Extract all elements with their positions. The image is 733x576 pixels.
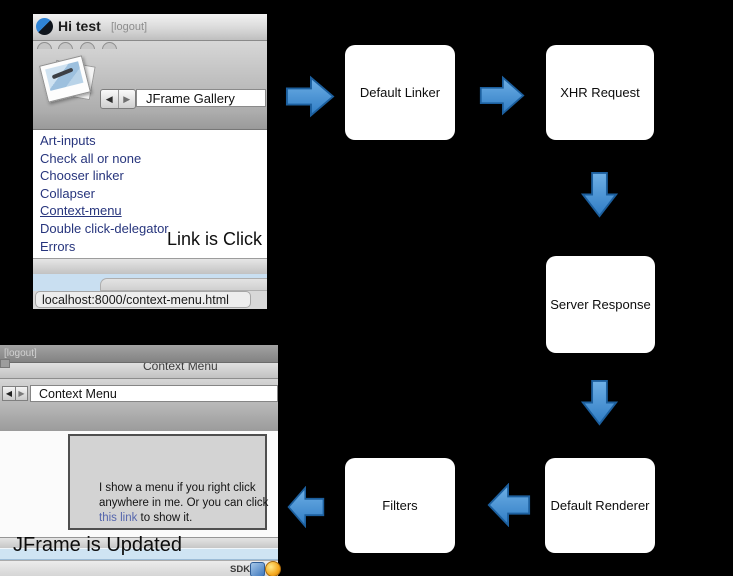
swirl-logo-icon[interactable] — [265, 561, 281, 576]
this-link[interactable]: this link — [99, 511, 138, 524]
gallery-link-context-menu[interactable]: Context-menu — [40, 203, 122, 219]
arrow-down-icon — [581, 171, 618, 218]
gallery-link[interactable]: Art-inputs — [40, 133, 96, 148]
forward-button[interactable]: ▶ — [119, 90, 136, 108]
flow-box-server-response: Server Response — [546, 256, 655, 353]
arrow-down-icon — [581, 379, 618, 426]
titlebar-buttons — [33, 41, 267, 49]
sdk-label: SDK — [230, 564, 251, 575]
titlebar-button-icon[interactable] — [80, 42, 95, 49]
titlebar-button-icon[interactable] — [37, 42, 52, 49]
arrow-left-icon — [287, 486, 325, 528]
gallery-link-list: Art-inputs Check all or none Chooser lin… — [33, 130, 267, 272]
titlebar[interactable]: [logout] — [0, 345, 278, 363]
flow-box-xhr-request: XHR Request — [546, 45, 654, 140]
page-title-field[interactable]: JFrame Gallery — [136, 89, 266, 107]
flow-box-default-renderer: Default Renderer — [545, 458, 655, 553]
context-menu-text: I show a menu if you right click anywher… — [99, 481, 269, 524]
scrollbar-area[interactable] — [0, 537, 278, 548]
nav-row: ◀ ▶ Context Menu — [0, 378, 278, 404]
gallery-photo-icon — [39, 53, 97, 109]
titlebar-button-icon[interactable] — [102, 42, 117, 49]
annotation-link-clicked: Link is Click — [167, 229, 263, 249]
browser-window-gallery: Hi test [logout] ◀ ▶ JFrame Gallery Art — [33, 14, 267, 309]
arrow-right-icon — [479, 75, 525, 116]
annotation-jframe-updated: JFrame is Updated — [13, 534, 182, 556]
gallery-link[interactable]: Check all or none — [40, 150, 142, 166]
status-bar: localhost:8000/context-menu.html — [33, 291, 267, 309]
browser-window-context-menu: [logout] Context Menu ◀ ▶ Context Menu I… — [0, 345, 281, 576]
gallery-link[interactable]: Collapser — [40, 185, 95, 201]
arrow-right-icon — [285, 75, 335, 118]
window-title-strip: Context Menu — [0, 363, 278, 378]
back-button[interactable]: ◀ — [2, 386, 15, 401]
arrow-left-icon — [487, 483, 531, 527]
titlebar-button-icon[interactable] — [58, 42, 73, 49]
logout-link[interactable]: [logout] — [111, 21, 148, 33]
status-strip — [0, 548, 278, 560]
status-url: localhost:8000/context-menu.html — [35, 291, 251, 308]
scrollbar-area[interactable] — [33, 258, 267, 275]
photos-app-icon[interactable] — [250, 562, 265, 576]
context-menu-area[interactable]: I show a menu if you right click anywher… — [68, 434, 269, 530]
status-bar: SDK — [0, 560, 281, 576]
logout-link[interactable]: [logout] — [4, 348, 37, 359]
status-strip — [33, 274, 267, 291]
flow-box-default-linker: Default Linker — [345, 45, 455, 140]
page-title-field[interactable]: Context Menu — [30, 385, 278, 402]
toolbar-lower — [0, 403, 278, 432]
window-title: Context Menu — [143, 363, 218, 373]
back-button[interactable]: ◀ — [101, 90, 119, 108]
window-widget-icon — [0, 359, 10, 368]
forward-button[interactable]: ▶ — [15, 386, 28, 401]
page-content: I show a menu if you right click anywher… — [0, 431, 278, 537]
app-pie-icon — [36, 18, 53, 35]
gallery-link[interactable]: Double click-delegator — [40, 220, 169, 236]
nav-buttons: ◀ ▶ — [100, 89, 136, 109]
flow-box-filters: Filters — [345, 458, 455, 553]
toolbar: ◀ ▶ JFrame Gallery — [33, 41, 267, 130]
titlebar[interactable]: Hi test [logout] — [33, 14, 267, 41]
gallery-link[interactable]: Errors — [40, 238, 76, 254]
status-panel — [100, 278, 267, 291]
window-title: Hi test — [58, 18, 101, 34]
gallery-link[interactable]: Chooser linker — [40, 168, 124, 184]
